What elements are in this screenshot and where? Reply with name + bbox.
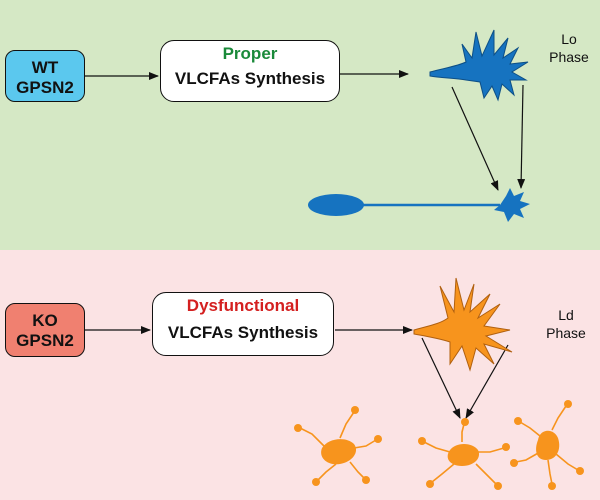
lo-phase-label: Lo Phase: [544, 30, 594, 66]
arrow-lo-neuron-to-star-left: [451, 86, 499, 191]
ld-label: Ld: [558, 307, 574, 323]
arrow-ld-neuron-to-cell-left: [421, 337, 461, 419]
phase-label: Phase: [546, 325, 586, 341]
proper-status: Proper: [222, 44, 278, 63]
orange-small-cell-icon: [294, 400, 584, 490]
ko-label: KO: [32, 311, 58, 330]
ld-phase-label: Ld Phase: [540, 306, 592, 342]
phase-label: Phase: [549, 49, 589, 65]
ko-gpsn2-box: KO GPSN2: [5, 303, 85, 357]
vlcfas-synthesis-label: VLCFAs Synthesis: [174, 69, 326, 88]
dysfunctional-status: Dysfunctional: [186, 296, 300, 315]
blue-star-cell-icon: [494, 188, 530, 222]
wt-label: WT: [31, 58, 59, 77]
vlcfas-synthesis-box-top: VLCFAs Synthesis: [160, 40, 340, 102]
blue-ellipse-icon: [308, 194, 364, 216]
arrow-lo-neuron-to-star-right: [517, 84, 526, 189]
vlcfas-synthesis-label: VLCFAs Synthesis: [167, 323, 319, 342]
lo-label: Lo: [561, 31, 577, 47]
vlcfas-synthesis-box-bottom: VLCFAs Synthesis: [152, 292, 334, 356]
blue-neuron-icon: [429, 29, 529, 102]
gpsn2-label: GPSN2: [16, 78, 74, 97]
wt-gpsn2-box: WT GPSN2: [5, 50, 85, 102]
ko-panel: [0, 250, 600, 500]
orange-neuron-icon: [413, 277, 513, 372]
arrow-ld-neuron-to-cell-right: [465, 344, 509, 419]
gpsn2-label: GPSN2: [16, 331, 74, 350]
